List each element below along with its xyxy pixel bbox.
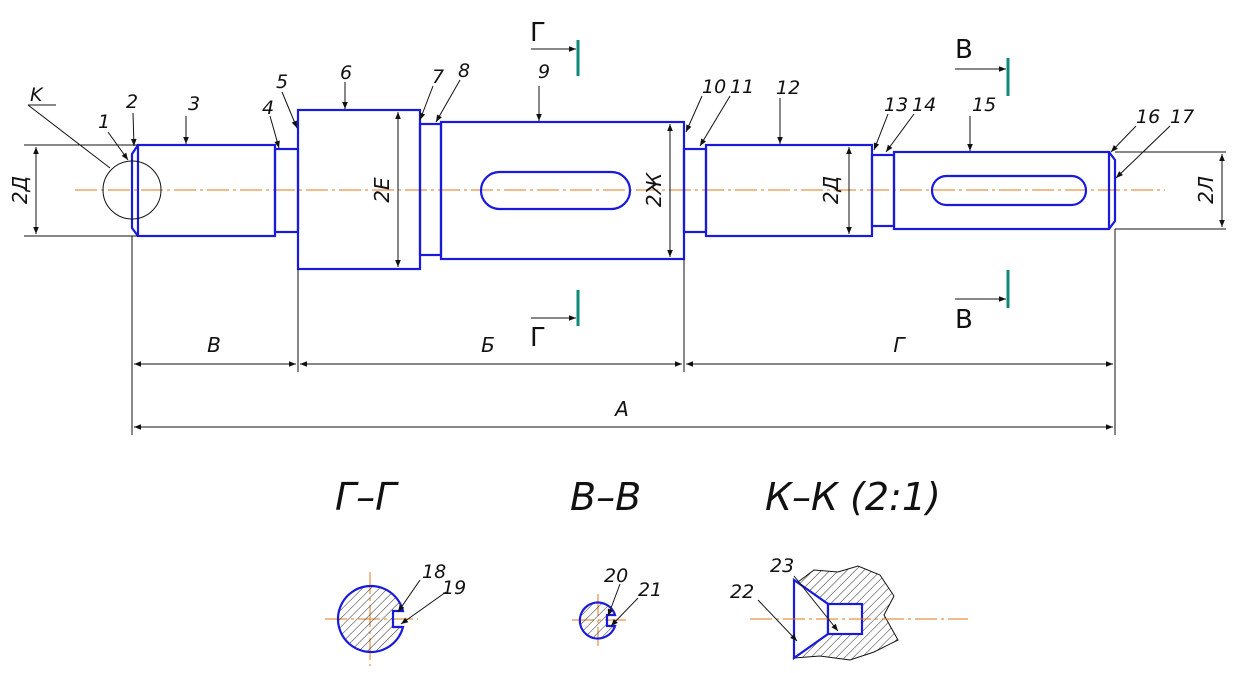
- section-kk: 22 23: [730, 555, 968, 661]
- section-title-vv: В–В: [570, 475, 641, 519]
- callout-12: 12: [776, 77, 800, 99]
- section-gg-shape: [336, 584, 405, 654]
- callout-8: 8: [458, 60, 470, 82]
- left-chamfer: [130, 144, 139, 237]
- diameter-dimensions: 2Д 2Е 2Ж 2Д 2Л: [8, 112, 1225, 267]
- view-letter-k: K: [30, 84, 44, 106]
- callout-13: 13: [884, 94, 908, 116]
- section-letter-v-bottom: В: [955, 305, 973, 335]
- section-gg: 18 19: [325, 561, 466, 666]
- section-title-gg: Г–Г: [335, 475, 399, 519]
- dim-len-a: А: [613, 397, 629, 421]
- callout-6: 6: [340, 62, 352, 84]
- section-titles: Г–Г В–В К–К (2:1): [335, 475, 941, 519]
- dim-zh: 2Ж: [642, 171, 666, 207]
- callout-15: 15: [972, 94, 996, 116]
- dim-e: 2Е: [370, 177, 394, 203]
- dim-len-b: Б: [481, 333, 495, 357]
- callout-18: 18: [422, 561, 446, 583]
- section-letter-g-bottom: Г: [530, 323, 546, 353]
- callout-21: 21: [638, 579, 662, 601]
- callout-17: 17: [1170, 106, 1194, 128]
- callout-leaders: [27, 79, 1171, 179]
- length-dimensions: В Б Г А: [134, 333, 1113, 430]
- callout-11: 11: [730, 76, 754, 98]
- right-chamfer: [1108, 151, 1117, 230]
- callout-5: 5: [276, 71, 288, 93]
- callout-14: 14: [912, 94, 936, 116]
- dim-d1: 2Д: [8, 176, 32, 204]
- dim-len-g: Г: [893, 333, 906, 357]
- callout-4: 4: [262, 97, 274, 119]
- callout-3: 3: [188, 93, 200, 115]
- callout-20: 20: [604, 565, 628, 587]
- dim-l: 2Л: [1194, 176, 1218, 204]
- callout-2: 2: [126, 91, 138, 113]
- shaft-main-view: [75, 108, 1165, 271]
- section-letter-g-top: Г: [530, 18, 546, 48]
- callout-10: 10: [702, 76, 726, 98]
- extension-lines: [24, 144, 1226, 435]
- section-letter-v-top: В: [955, 35, 973, 65]
- callout-19: 19: [442, 577, 466, 599]
- section-vv-shape: [578, 601, 617, 640]
- view-k-circle: [102, 160, 162, 220]
- section-markers: Г Г В В: [530, 18, 1010, 353]
- callout-9: 9: [538, 61, 550, 83]
- keyway-15: [930, 174, 1088, 207]
- callout-1: 1: [98, 111, 110, 133]
- dim-len-v: В: [207, 333, 221, 357]
- section-title-kk: К–К (2:1): [765, 475, 941, 519]
- dim-d2: 2Д: [819, 176, 843, 204]
- keyway-9: [479, 170, 632, 211]
- callout-16: 16: [1136, 106, 1160, 128]
- callouts-main: K 1 2 3 4 5 6 7 8 9 10 11 12 13 14 15 16…: [30, 60, 1194, 133]
- callout-22: 22: [730, 581, 754, 603]
- step-15: [892, 150, 1111, 231]
- section-vv: 20 21: [572, 565, 662, 646]
- callout-23: 23: [770, 555, 794, 577]
- callout-7: 7: [432, 66, 444, 88]
